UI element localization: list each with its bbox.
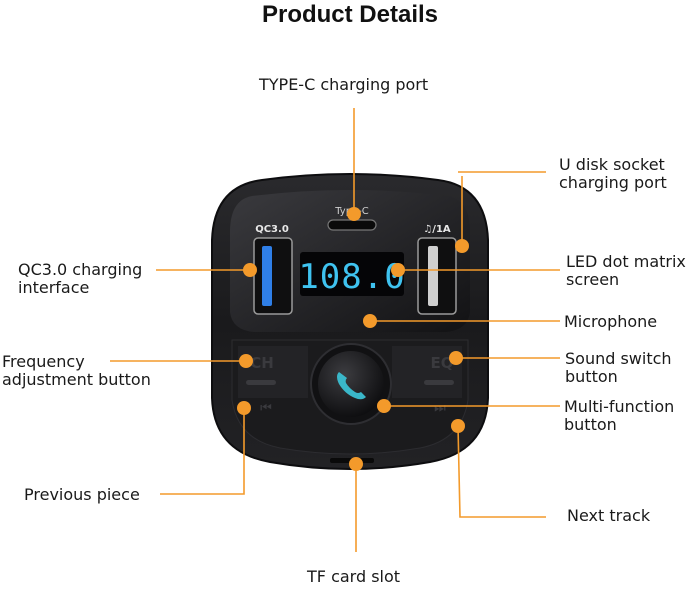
label-previous-piece: Previous piece [24, 485, 140, 504]
label-typec-port: TYPE-C charging port [259, 75, 429, 94]
label-sound-line1: Sound switch [565, 349, 672, 368]
prev-icon: ⏮ [260, 401, 272, 416]
label-led-line2: screen [566, 270, 620, 289]
label-tf-card-slot: TF card slot [307, 567, 401, 586]
label-led-line1: LED dot matrix [566, 252, 686, 271]
label-qc-line1: QC3.0 charging [18, 260, 143, 279]
phone-icon [337, 372, 366, 400]
eq-label: EQ [431, 354, 454, 372]
qc30-usb-port: QC3.0 [253, 224, 293, 315]
qc30-label: QC3.0 [255, 224, 289, 235]
callout-dots [237, 207, 469, 471]
label-freq-line1: Frequency [2, 352, 85, 371]
eq-button: EQ ⏭ [392, 346, 462, 416]
callout-lines [110, 108, 560, 552]
label-multi-line1: Multi-function [564, 397, 675, 416]
label-udisk-line2: charging port [559, 173, 667, 192]
page-title: Product Details [261, 1, 439, 28]
next-icon: ⏭ [434, 401, 446, 416]
label-sound-line2: button [565, 367, 618, 386]
udisk-label: ♫/1A [423, 224, 451, 235]
ch-label: CH [250, 354, 274, 372]
led-screen: 108.0 [298, 252, 405, 297]
label-next-track: Next track [567, 506, 651, 525]
label-microphone: Microphone [564, 312, 658, 331]
label-udisk-line1: U disk socket [559, 155, 665, 174]
udisk-usb-port: ♫/1A [417, 224, 457, 315]
label-qc-line2: interface [18, 278, 90, 297]
ch-button: CH ⏮ [238, 346, 308, 416]
label-multi-line2: button [564, 415, 617, 434]
multi-function-knob [310, 343, 392, 425]
led-digits: 108.0 [298, 257, 405, 297]
label-freq-line2: adjustment button [2, 370, 151, 389]
